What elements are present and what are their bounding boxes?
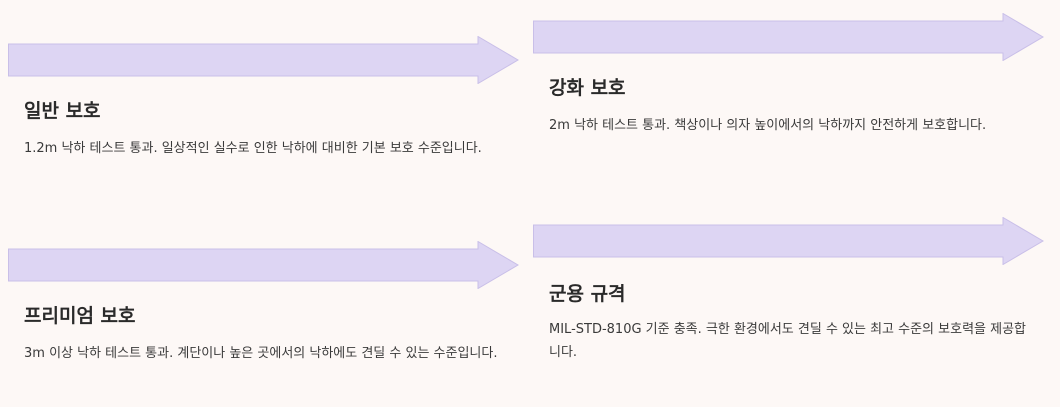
card-basic-protection: 일반 보호 1.2m 낙하 테스트 통과. 일상적인 실수로 인한 낙하에 대비… (8, 36, 520, 196)
arrow-banner-icon (8, 241, 520, 289)
card-description: MIL-STD-810G 기준 충족. 극한 환경에서도 견딜 수 있는 최고 … (549, 322, 1027, 360)
card-premium-protection: 프리미엄 보호 3m 이상 낙하 테스트 통과. 계단이나 높은 곳에서의 낙하… (8, 241, 520, 401)
arrow-banner-icon (533, 13, 1045, 61)
card-description: 1.2m 낙하 테스트 통과. 일상적인 실수로 인한 낙하에 대비한 기본 보… (24, 141, 482, 156)
card-military-spec: 군용 규격 MIL-STD-810G 기준 충족. 극한 환경에서도 견딜 수 … (533, 217, 1045, 377)
card-title: 강화 보호 (549, 77, 626, 99)
card-title: 일반 보호 (24, 100, 101, 122)
card-title: 프리미엄 보호 (24, 305, 136, 327)
arrow-banner-icon (8, 36, 520, 84)
arrow-banner-icon (533, 217, 1045, 265)
card-description: 2m 낙하 테스트 통과. 책상이나 의자 높이에서의 낙하까지 안전하게 보호… (549, 118, 987, 133)
card-title: 군용 규격 (549, 283, 626, 305)
card-enhanced-protection: 강화 보호 2m 낙하 테스트 통과. 책상이나 의자 높이에서의 낙하까지 안… (533, 13, 1045, 173)
card-description: 3m 이상 낙하 테스트 통과. 계단이나 높은 곳에서의 낙하에도 견딜 수 … (24, 346, 498, 361)
